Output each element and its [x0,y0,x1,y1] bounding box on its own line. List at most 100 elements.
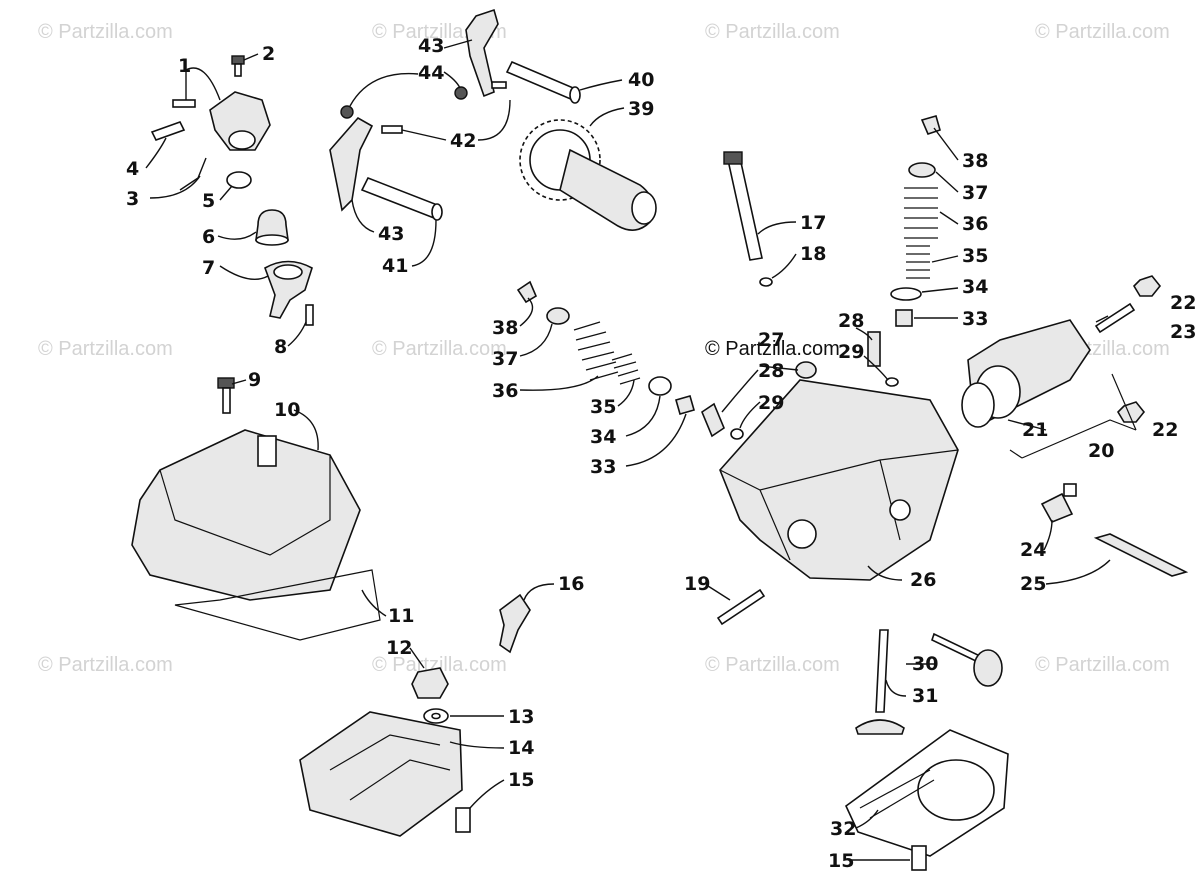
callout-11: 11 [388,605,414,627]
shaft-40-end [569,86,581,104]
callout-29-left: 29 [758,392,784,414]
head-gasket-32-bore [917,759,995,821]
cylinder-head-group [701,151,959,626]
valve-guide-28-left [701,402,725,438]
callout-18: 18 [800,243,826,265]
spring-35-left [611,353,641,385]
leader-2 [243,53,259,61]
rocker-shaft-40 [505,60,580,102]
valve-train-left-group [516,280,695,415]
tensioner-16 [499,593,531,654]
leader-16 [523,583,555,601]
leader-44b [349,72,419,107]
callout-28-left: 28 [758,360,784,382]
breather-nipple [257,435,277,467]
callout-14: 14 [508,737,534,759]
callout-23: 23 [1170,321,1196,343]
leader-23 [1095,315,1109,323]
callout-34-right: 34 [962,276,988,298]
callout-28-right: 28 [838,310,864,332]
thermostat-housing-group [150,55,314,326]
adjust-screw-42-lower [381,125,403,134]
leader-4 [145,137,167,169]
camshaft-group [519,119,657,231]
adjust-screw-42-upper [491,81,507,89]
rocker-arm-43-lower [329,116,374,212]
leader-11 [361,589,387,617]
leader-14 [449,741,505,749]
leader-21 [1007,419,1047,431]
spring-36-left [573,321,619,381]
o-ring-5 [226,171,252,189]
leader-34a [625,395,661,437]
stud-23 [1094,302,1136,334]
bolt-2 [231,55,245,65]
watermark-text: © Partzilla.com [372,654,507,676]
callout-15-right: 15 [828,850,854,872]
rocker-holder-14-detail [329,734,451,801]
o-ring-29-right [885,377,899,387]
callout-31: 31 [912,685,938,707]
leader-1b [185,67,221,101]
leader-17 [757,221,797,235]
callout-37-left: 37 [492,348,518,370]
leader-35b [931,255,959,263]
callout-42: 42 [450,130,476,152]
leader-39 [589,107,625,127]
valve-train-right-group [890,115,941,327]
leader-10 [293,409,319,451]
dowel-15-right [911,845,927,871]
callout-9: 9 [248,369,261,391]
leader-27 [759,365,799,371]
callout-27: 27 [758,329,784,351]
bolt-9-shank [222,387,231,414]
watermark-text: © Partzilla.com [38,338,173,360]
callout-41: 41 [382,255,408,277]
valve-30-head [973,649,1003,687]
leader-35a [617,379,635,407]
stud-17 [727,157,763,261]
sensor-24 [1040,492,1074,524]
leader-25 [1045,559,1111,585]
leader-32 [855,809,879,829]
leader-19 [707,585,731,601]
stud-17-head [723,151,743,165]
callout-3: 3 [126,188,139,210]
watermark-text: © Partzilla.com [1035,654,1170,676]
valve-seal-33-right [895,309,913,327]
leader-43b [351,199,375,233]
callout-35-right: 35 [962,245,988,267]
nut-22-upper [1132,275,1162,297]
dowel-15-left [455,807,471,833]
callout-13: 13 [508,706,534,728]
callout-6: 6 [202,226,215,248]
rocker-arm-group [329,8,581,221]
nut-22-lower [1116,401,1146,423]
callout-1: 1 [178,55,191,77]
callout-8: 8 [274,336,287,358]
callout-44: 44 [418,62,444,84]
callout-37-right: 37 [962,182,988,204]
bolt-9-head [217,377,235,389]
callout-26: 26 [910,569,936,591]
leader-5 [219,185,233,201]
valve-31-head [855,719,905,735]
leader-42a [477,99,511,141]
leader-8 [287,321,307,347]
head-gasket-32-channel [859,769,935,819]
leader-31 [885,679,907,697]
nut-44-upper [454,86,468,100]
watermark-text: © Partzilla.com [372,338,507,360]
spring-36-right [904,187,938,239]
callout-36-left: 36 [492,380,518,402]
leader-36a [519,375,599,391]
valve-cover-10-ridge [159,455,331,556]
valve-cover-10 [131,429,361,601]
callout-21: 21 [1022,419,1048,441]
shaft-41-end [431,203,443,221]
o-ring-29-left [730,428,744,440]
leader-7 [219,265,269,280]
leader-38b [933,127,959,161]
head-port-right [889,499,911,521]
leader-33a [625,413,687,467]
